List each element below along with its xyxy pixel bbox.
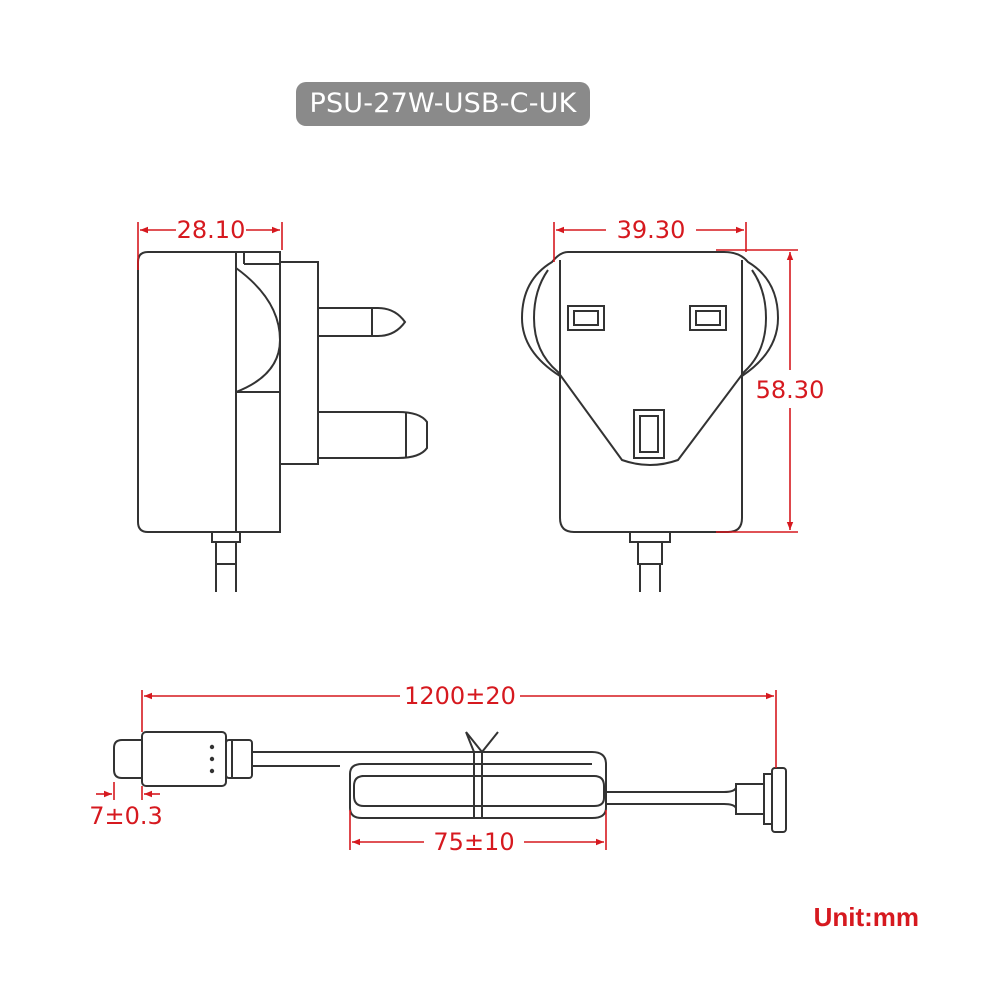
cable-view-drawing xyxy=(113,731,787,833)
unit-label: Unit:mm xyxy=(813,902,919,932)
connector-length-dimension xyxy=(96,782,160,800)
coil-length-dimension xyxy=(349,810,607,850)
side-width-dimension xyxy=(137,222,283,270)
model-title-badge: PSU-27W-USB-C-UK xyxy=(296,82,590,126)
front-height-dimension xyxy=(716,249,798,533)
model-title: PSU-27W-USB-C-UK xyxy=(309,88,577,119)
front-width-label: 39.30 xyxy=(617,216,686,244)
connector-length-label: 7±0.3 xyxy=(89,802,163,830)
side-width-label: 28.10 xyxy=(177,216,246,244)
front-view-drawing xyxy=(520,251,780,592)
coil-length-label: 75±10 xyxy=(433,828,514,856)
cable-length-dimension xyxy=(141,690,777,768)
front-width-dimension xyxy=(553,222,747,262)
cable-length-label: 1200±20 xyxy=(404,682,516,710)
front-height-label: 58.30 xyxy=(756,376,825,404)
side-view-drawing xyxy=(137,251,428,592)
